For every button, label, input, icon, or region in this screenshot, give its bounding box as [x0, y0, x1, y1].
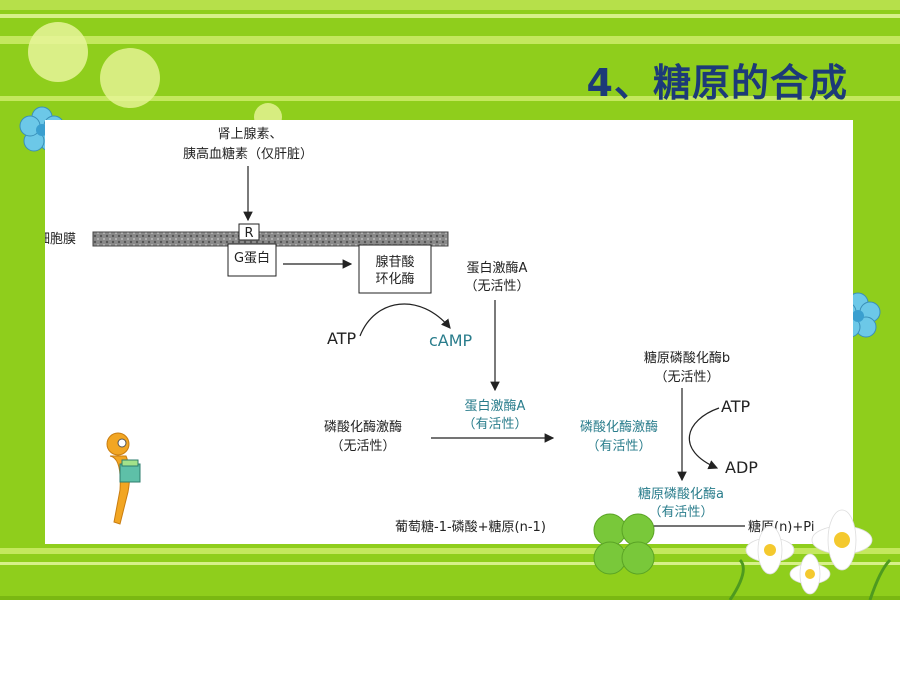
top-stripe-3	[0, 36, 900, 44]
receptor-label: R	[244, 226, 253, 241]
cyclase-label-2: 环化酶	[375, 271, 414, 287]
arrow-atp-adp	[688, 407, 720, 470]
bottom-stripe-2	[0, 562, 900, 565]
top-stripe-4	[0, 96, 900, 101]
arrow-atp-camp	[359, 303, 451, 337]
cartoon-figure-icon	[106, 432, 141, 525]
phk-active-label-1: 磷酸化酶激酶	[580, 419, 658, 435]
phk-inactive-label-1: 磷酸化酶激酶	[324, 419, 402, 435]
slide: 4、糖原的合成 肾上腺素、 胰高血糖素（仅肝脏） 细胞膜	[0, 0, 900, 600]
membrane-label: 细胞膜	[45, 232, 76, 247]
top-stripe	[0, 0, 900, 10]
slide-title: 4、糖原的合成	[586, 61, 848, 105]
camp-label: cAMP	[429, 331, 473, 350]
pka-active-label-2: （有活性）	[462, 417, 527, 432]
glow-circle	[28, 22, 88, 82]
phk-active-label-2: （有活性）	[586, 439, 651, 454]
bottom-stripe-3	[0, 596, 900, 600]
pka-inactive-label-2: （无活性）	[464, 279, 529, 294]
top-stripe-2	[0, 14, 900, 18]
bottom-stripe	[0, 548, 900, 554]
cyclase-label-1: 腺苷酸	[375, 255, 414, 270]
cyclase-box	[358, 244, 432, 294]
product-label: 葡萄糖-1-磷酸+糖原(n-1)	[395, 519, 546, 535]
g-protein-label: G蛋白	[234, 250, 270, 266]
pathway-diagram: 肾上腺素、 胰高血糖素（仅肝脏） 细胞膜 R G蛋白 腺苷酸 环化酶 ATP c…	[45, 127, 814, 535]
diagram-panel: 肾上腺素、 胰高血糖素（仅肝脏） 细胞膜 R G蛋白 腺苷酸 环化酶 ATP c…	[45, 120, 853, 544]
gp-b-label-2: （无活性）	[654, 370, 719, 385]
atp-label-1: ATP	[327, 329, 356, 348]
clover-daisy-icon	[593, 509, 892, 600]
atp-label-2: ATP	[721, 397, 750, 416]
adp-label: ADP	[725, 458, 758, 477]
receptor-box	[238, 223, 260, 241]
hormone-label-2: 胰高血糖素（仅肝脏）	[183, 146, 313, 162]
glow-circle	[100, 48, 160, 108]
phk-inactive-label-2: （无活性）	[330, 439, 395, 454]
gp-b-label-1: 糖原磷酸化酶b	[644, 350, 730, 366]
g-protein-box	[227, 243, 277, 277]
pka-active-label-1: 蛋白激酶A	[465, 398, 526, 414]
gp-a-label-2: （有活性）	[648, 505, 713, 520]
gp-a-label-1: 糖原磷酸化酶a	[638, 486, 724, 502]
pka-inactive-label-1: 蛋白激酶A	[467, 260, 528, 276]
hormone-label-1: 肾上腺素、	[217, 127, 282, 142]
